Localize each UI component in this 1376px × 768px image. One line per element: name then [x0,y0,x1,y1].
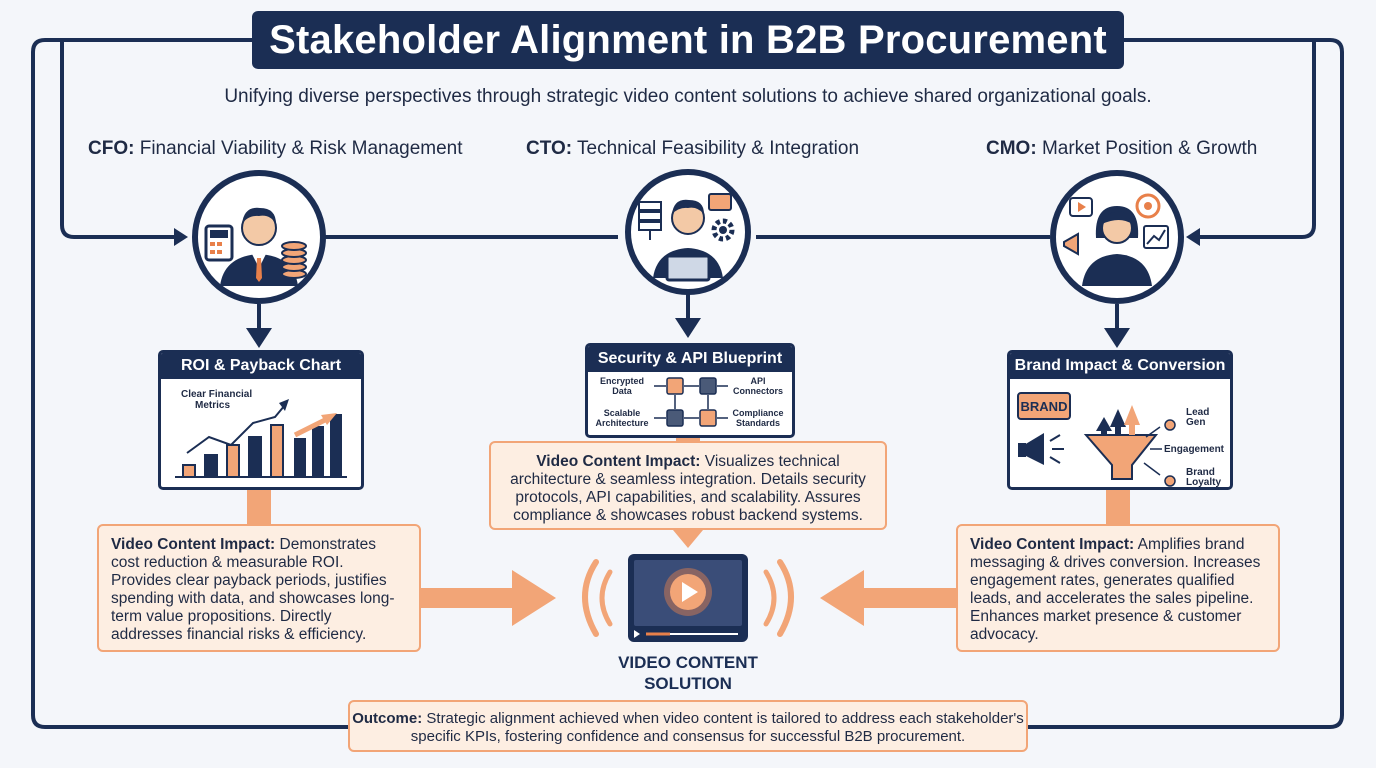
bp-label-connectors: Connectors [733,386,783,396]
cmo-avatar-icon [1050,170,1184,304]
video-solution-label: VIDEO CONTENT SOLUTION [588,652,788,694]
bp-label-architecture: Architecture [595,418,648,428]
cto-heading: CTO: Technical Feasibility & Integration [526,138,859,160]
security-card-title: Security & API Blueprint [588,346,792,372]
outcome-box: Outcome: Strategic alignment achieved wh… [348,700,1028,752]
roi-card-title: ROI & Payback Chart [161,353,361,379]
cfo-impact-label: Video Content Impact: [111,536,276,553]
cmo-role: CMO: [986,138,1037,159]
funnel-label-gen: Gen [1186,417,1205,428]
title-banner: Stakeholder Alignment in B2B Procurement [252,11,1124,69]
api-blueprint-icon: Encrypted Data API Connectors Scalable A… [595,376,783,428]
cmo-heading: CMO: Market Position & Growth [986,138,1257,160]
brand-card-title: Brand Impact & Conversion [1010,353,1230,379]
cfo-focus: Financial Viability & Risk Management [139,138,463,159]
bp-label-compliance: Compliance [732,408,783,418]
funnel-label-engagement: Engagement [1164,444,1225,455]
cto-impact-box: Video Content Impact: Visualizes technic… [489,441,887,530]
cto-impact-label: Video Content Impact: [536,453,701,470]
roi-chart-icon: Clear Financial Metrics [175,389,347,478]
cmo-impact-box: Video Content Impact: Amplifies brand me… [956,524,1280,652]
cto-focus: Technical Feasibility & Integration [577,138,860,159]
cmo-focus: Market Position & Growth [1041,138,1258,159]
bp-label-encrypted: Encrypted [600,376,644,386]
brand-funnel-icon: BRAND Lead Gen Engagement Brand Loyalty [1017,392,1225,487]
subtitle: Unifying diverse perspectives through st… [224,86,1152,107]
outcome-text: Strategic alignment achieved when video … [410,710,1024,745]
cmo-impact-text: Amplifies brand messaging & drives conve… [970,536,1261,643]
cfo-avatar-icon [192,170,326,304]
cfo-impact-box: Video Content Impact: Demonstrates cost … [97,524,421,652]
roi-payback-card: ROI & Payback Chart Clear Financial Metr… [158,350,364,490]
brand-impact-card: Brand Impact & Conversion BRAND Lead Gen… [1007,350,1233,490]
funnel-label-brand: Brand [1186,467,1215,478]
bp-label-data: Data [612,386,633,396]
security-api-card: Security & API Blueprint Encrypted Data … [585,343,795,438]
cfo-role: CFO: [88,138,135,159]
cto-role: CTO: [526,138,573,159]
video-player-icon [582,554,794,642]
bp-label-standards: Standards [736,418,780,428]
roi-label-1: Clear Financial [181,389,252,400]
cfo-impact-text: Demonstrates cost reduction & measurable… [111,536,395,643]
page-title: Stakeholder Alignment in B2B Procurement [269,17,1107,62]
video-label-line1: VIDEO CONTENT [618,653,758,672]
cfo-heading: CFO: Financial Viability & Risk Manageme… [88,138,463,160]
roi-label-2: Metrics [195,400,230,411]
bp-label-api: API [750,376,765,386]
brand-badge: BRAND [1021,399,1068,414]
cmo-impact-label: Video Content Impact: [970,536,1135,553]
funnel-label-lead: Lead [1186,407,1209,418]
outcome-label: Outcome: [352,710,423,727]
cto-avatar-icon [625,169,751,295]
bp-label-scalable: Scalable [604,408,641,418]
video-label-line2: SOLUTION [644,674,732,693]
cto-impact-text: Visualizes technical architecture & seam… [510,453,866,524]
funnel-label-loyalty: Loyalty [1186,477,1221,487]
